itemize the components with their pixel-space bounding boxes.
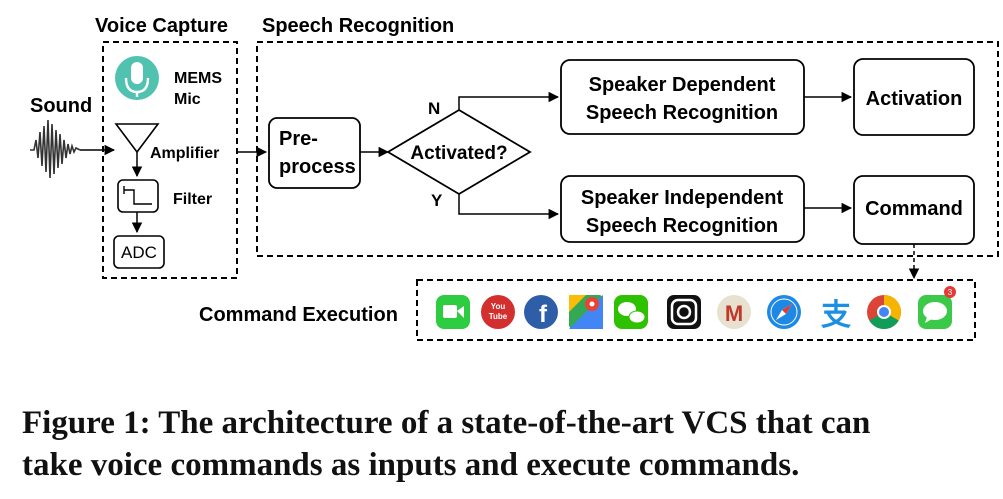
adc-label: ADC [121, 243, 157, 262]
svg-text:M: M [725, 301, 743, 326]
mic-label: Mic [174, 91, 201, 108]
adc-box [113, 235, 165, 269]
svg-text:支: 支 [821, 299, 851, 332]
command-label: Command [865, 198, 963, 220]
amplifier-icon [114, 123, 160, 154]
youtube-icon[interactable]: You Tube [481, 295, 515, 329]
speaker-independent-label-2: Speech Recognition [586, 215, 778, 237]
facebook-icon[interactable]: f [524, 295, 558, 329]
gmail-icon[interactable]: M [717, 295, 751, 329]
caption-line-2: take voice commands as inputs and execut… [22, 447, 800, 483]
messages-icon[interactable]: 3 [918, 286, 956, 329]
chrome-icon[interactable] [867, 295, 901, 329]
activated-label: Activated? [410, 143, 507, 164]
svg-text:Tube: Tube [489, 312, 508, 321]
voice-capture-title: Voice Capture [95, 15, 228, 37]
wechat-icon[interactable] [614, 295, 648, 329]
filter-label: Filter [173, 191, 212, 208]
activation-box [853, 58, 975, 136]
facetime-icon[interactable] [436, 295, 470, 329]
amplifier-label: Amplifier [150, 145, 219, 162]
preprocess-box [268, 117, 361, 189]
preprocess-label-1: Pre- [279, 128, 318, 150]
speaker-independent-label-1: Speaker Independent [581, 187, 784, 209]
figure-caption: Figure 1: The architecture of a state-of… [22, 402, 997, 486]
speech-recognition-title: Speech Recognition [262, 15, 454, 37]
speaker-dependent-label-1: Speaker Dependent [589, 74, 776, 96]
speaker-independent-box [560, 175, 805, 243]
messages-badge [944, 286, 956, 298]
google-maps-icon[interactable] [569, 295, 603, 329]
command-execution-title: Command Execution [199, 304, 398, 326]
no-branch-arrow [458, 91, 560, 110]
alipay-icon[interactable]: 支 [821, 299, 851, 332]
sound-waveform-icon [30, 119, 81, 179]
messages-badge-count: 3 [948, 288, 953, 297]
svg-text:f: f [539, 301, 548, 328]
branch-yes-label: Y [431, 191, 443, 210]
voice-capture-group [102, 41, 238, 279]
sound-label: Sound [30, 95, 92, 117]
yes-branch-arrow [458, 194, 560, 220]
preprocess-label-2: process [279, 156, 356, 178]
filter-icon [117, 179, 159, 213]
svg-text:You: You [491, 302, 506, 311]
mems-label: MEMS [174, 70, 222, 87]
safari-icon[interactable] [767, 295, 801, 329]
command-execution-group [416, 279, 976, 341]
mems-mic-icon [115, 56, 159, 100]
branch-no-label: N [428, 99, 440, 118]
speaker-dependent-label-2: Speech Recognition [586, 102, 778, 124]
app-icons-row: You Tube f M [436, 286, 956, 332]
caption-line-1: Figure 1: The architecture of a state-of… [22, 405, 871, 441]
activation-label: Activation [866, 88, 963, 110]
architecture-diagram: Voice Capture Speech Recognition Sound M… [30, 15, 999, 341]
instagram-icon[interactable] [667, 295, 701, 329]
